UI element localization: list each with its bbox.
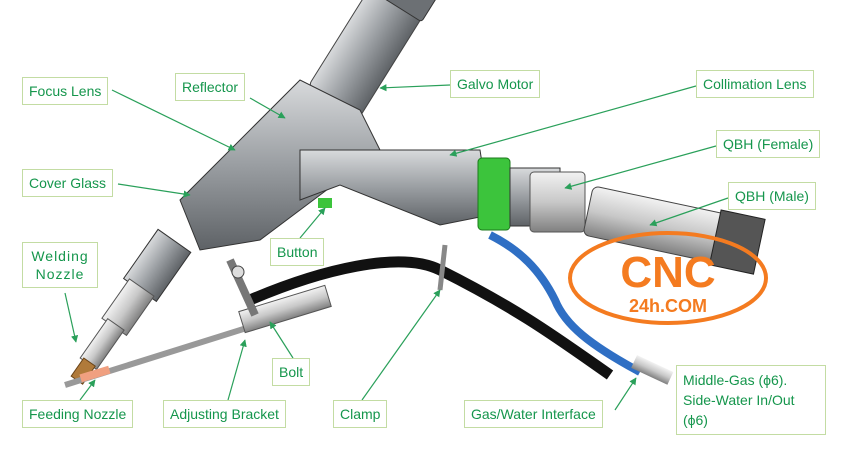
label-focus-lens: Focus Lens xyxy=(22,77,109,105)
bolt-body xyxy=(238,284,332,334)
label-galvo-motor: Galvo Motor xyxy=(450,70,541,98)
label-gas-water-interface: Gas/Water Interface xyxy=(464,400,603,428)
clamp-part xyxy=(437,244,448,291)
label-qbh-male: QBH (Male) xyxy=(728,182,816,210)
label-bolt: Bolt xyxy=(272,358,311,386)
svg-text:CNC: CNC xyxy=(620,248,715,297)
label-middle-gas-line1: Middle-Gas (ϕ6). xyxy=(683,372,788,388)
label-cover-glass: Cover Glass xyxy=(22,169,114,197)
hose-fitting xyxy=(631,355,674,385)
label-button: Button xyxy=(270,238,325,266)
label-middle-gas-line3: (ϕ6) xyxy=(683,412,708,428)
label-welding-nozzle: Welding Nozzle xyxy=(22,242,98,288)
label-clamp: Clamp xyxy=(333,400,388,428)
qbh-female-body xyxy=(529,171,586,233)
label-middle-gas-line2: Side-Water In/Out xyxy=(683,392,795,408)
handle xyxy=(299,149,491,226)
green-ring xyxy=(477,157,511,231)
button-part xyxy=(318,198,332,208)
label-qbh-female: QBH (Female) xyxy=(716,130,821,158)
nozzle-assembly xyxy=(70,228,192,385)
label-adjusting-bracket: Adjusting Bracket xyxy=(163,400,286,428)
label-collimation-lens: Collimation Lens xyxy=(696,70,814,98)
label-welding-nozzle-line1: Welding xyxy=(31,248,89,264)
leader-lines xyxy=(64,84,729,411)
qbh-male-body xyxy=(583,186,766,275)
label-reflector: Reflector xyxy=(175,73,246,101)
svg-text:24h.COM: 24h.COM xyxy=(629,296,707,316)
cnc24h-watermark: CNC 24h.COM xyxy=(568,231,768,325)
label-feeding-nozzle: Feeding Nozzle xyxy=(22,400,134,428)
feeding-tip xyxy=(79,365,111,383)
label-middle-gas: Middle-Gas (ϕ6). Side-Water In/Out (ϕ6) xyxy=(676,365,826,435)
blue-hose xyxy=(488,231,642,376)
label-welding-nozzle-line2: Nozzle xyxy=(35,266,85,282)
